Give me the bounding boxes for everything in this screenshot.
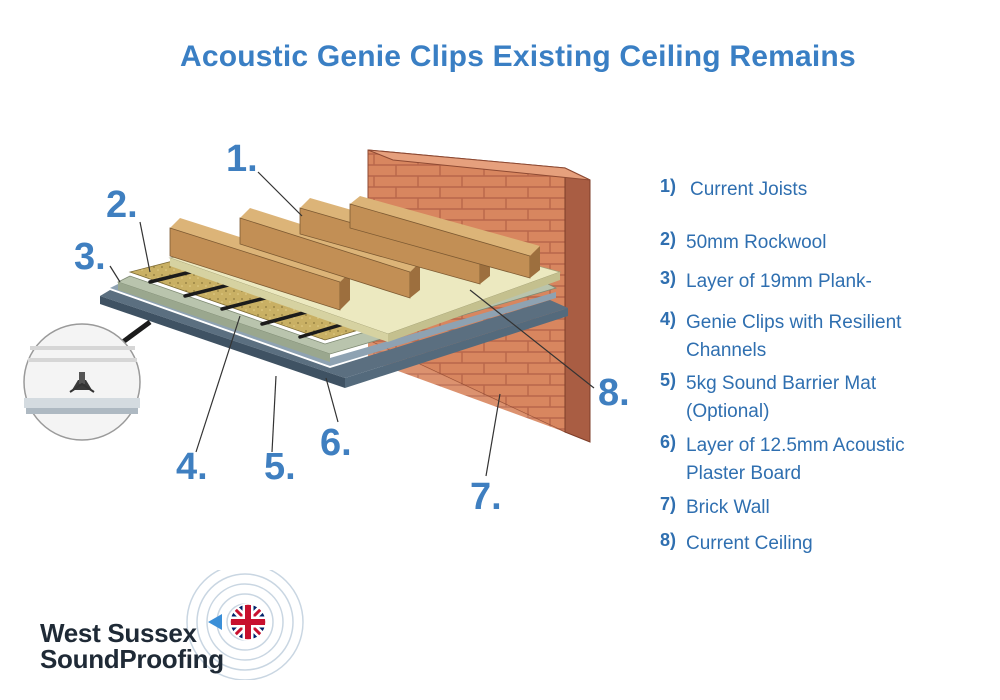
legend-number: 2)	[660, 229, 677, 249]
company-logo: West Sussex SoundProofing	[40, 570, 310, 680]
joist-4	[349, 196, 540, 279]
callout-2: 2.	[106, 184, 138, 226]
callout-5: 5.	[264, 446, 296, 488]
genie-clip-detail-icon	[23, 319, 152, 441]
legend-number: 1)	[660, 176, 677, 196]
legend-number: 3)	[660, 268, 677, 288]
callout-4: 4.	[176, 446, 208, 488]
joists	[169, 196, 540, 311]
callout-3: 3.	[74, 236, 106, 278]
legend-label: Genie Clips with Resilient Channels	[686, 312, 902, 361]
legend-number: 8)	[660, 530, 677, 550]
legend-label: 5kg Sound Barrier Mat (Optional)	[686, 373, 877, 422]
legend-label: Layer of 19mm Plank-	[686, 271, 872, 292]
legend-number: 7)	[660, 494, 677, 514]
uk-flag-icon	[229, 603, 267, 641]
legend-label: Current Ceiling	[686, 533, 813, 554]
legend-number: 5)	[660, 370, 677, 390]
callout-8: 8.	[598, 372, 630, 414]
legend-number: 6)	[660, 432, 677, 452]
leader-lines	[109, 171, 595, 477]
callout-7: 7.	[470, 476, 502, 518]
logo-line-1: West Sussex	[40, 618, 197, 648]
callout-6: 6.	[320, 422, 352, 464]
legend-label: Layer of 12.5mm Acoustic Plaster Board	[686, 435, 905, 484]
callout-1: 1.	[226, 138, 258, 180]
page-title: Acoustic Genie Clips Existing Ceiling Re…	[180, 40, 856, 73]
logo-line-2: SoundProofing	[40, 644, 224, 674]
legend-label: 50mm Rockwool	[686, 232, 827, 253]
legend-label: Current Joists	[690, 179, 808, 200]
legend-label: Brick Wall	[686, 497, 770, 518]
plaster-board-layers	[100, 284, 568, 388]
legend-number: 4)	[660, 309, 677, 329]
